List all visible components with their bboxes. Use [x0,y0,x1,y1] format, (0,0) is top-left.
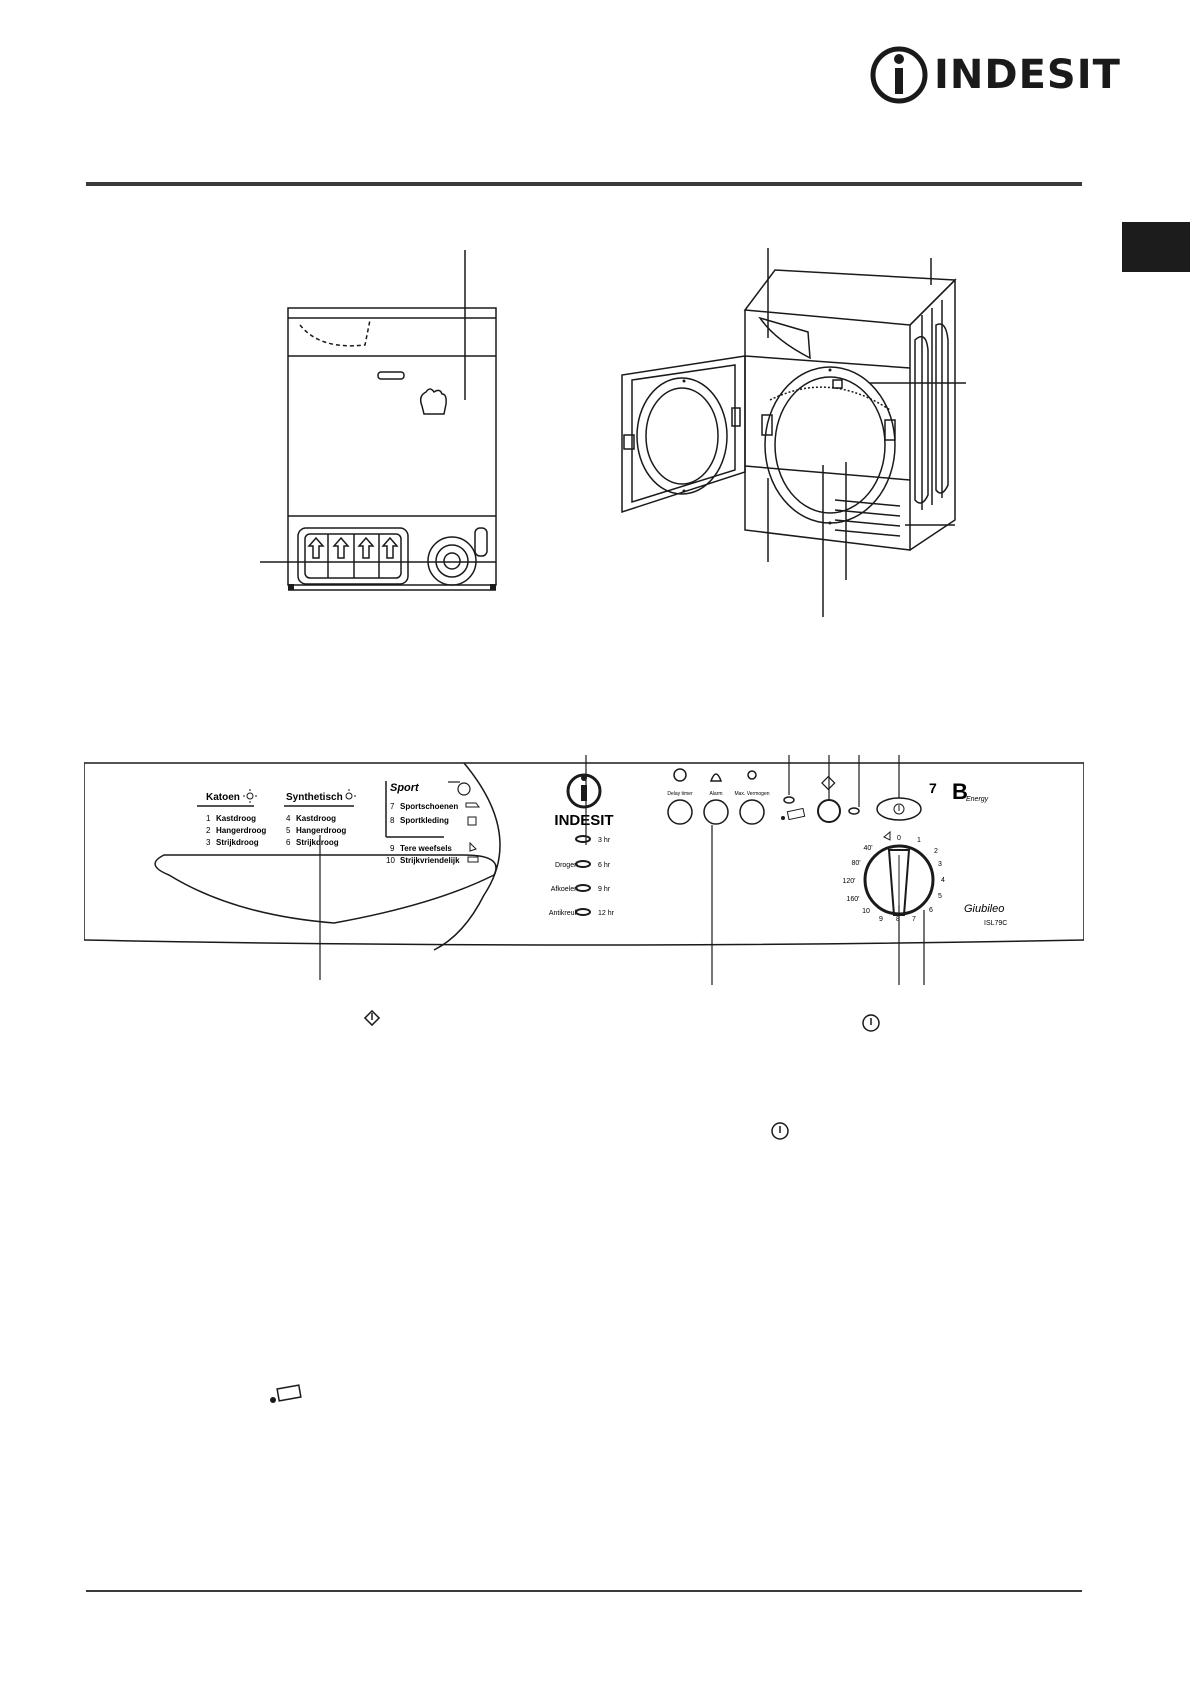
time-label-9hr: 9 hr [598,886,611,893]
start-symbol-icon [363,1009,381,1027]
program-8-label: Sportkleding [400,816,449,825]
time-label-3hr: 3 hr [598,837,611,844]
program-1-label: Kastdroog [216,814,256,823]
program-group-synthetisch-title: Synthetisch [286,792,343,803]
program-4-label: Kastdroog [296,814,336,823]
program-3-number: 3 [206,838,211,847]
dial-number-5: 5 [938,893,942,900]
dial-number-8: 8 [896,916,900,923]
power-icon [893,803,905,815]
dial-number-7: 7 [912,916,916,923]
bell-icon [709,773,723,782]
power-symbol-icon-2 [771,1122,789,1140]
power-i-logo-icon [870,46,928,104]
water-container-led [783,796,795,804]
bottom-rule [86,1590,1082,1592]
program-2-number: 2 [206,826,211,835]
dial-number-3: 3 [938,861,942,868]
time-label-12hr: 12 hr [598,910,615,917]
program-2-label: Hangerdroog [216,826,266,835]
sun-icon [243,789,257,803]
model-code: ISL79C [984,920,1007,927]
sport-icon [448,781,471,796]
dial-minutes-40: 40' [863,845,872,852]
dial-number-4: 4 [941,877,945,884]
dryer-back-view [260,250,497,591]
program-5-label: Hangerdroog [296,826,346,835]
phase-label-antikreuk: Antikreuk [549,910,579,917]
dial-number-9: 9 [879,916,883,923]
led-6hr [575,860,591,868]
brand-name: INDESIT [934,52,1121,98]
program-10-number: 10 [386,856,395,865]
panel-logo-word: INDESIT [554,812,613,829]
program-1-number: 1 [206,814,211,823]
program-4-number: 4 [286,814,291,823]
control-panel: Katoen 1 Kastdroog 2 Hangerdroog 3 Strij… [84,755,1084,985]
sun-half-icon [345,789,356,800]
alarm-label: Alarm [709,791,722,797]
water-container-icon [786,807,806,821]
led-9hr [575,884,591,892]
max-vermogen-label: Max. Vermogen [734,791,769,797]
energy-class: B [952,779,968,804]
dial-number-0: 0 [897,835,901,842]
program-icons [465,802,480,863]
dial-number-6: 6 [929,907,933,914]
program-group-sport-title: Sport [390,782,420,794]
dial-minutes-80: 80' [851,860,860,867]
alarm-button[interactable] [703,799,729,825]
delay-timer-label: Delay timer [667,791,693,797]
program-6-number: 6 [286,838,291,847]
delay-timer-button[interactable] [667,799,693,825]
start-pause-button[interactable] [817,799,841,823]
led-3hr [575,835,591,843]
dryer-front-view: + [621,248,966,617]
fan-icon [883,830,891,841]
sun-option-icon [747,770,757,780]
dial-number-2: 2 [934,848,938,855]
led-12hr [575,908,591,916]
program-9-label: Tere weefsels [400,844,452,853]
program-8-number: 8 [390,816,395,825]
phase-label-afkoelen: Afkoelen [551,886,578,893]
program-3-label: Strijkdroog [216,838,259,847]
program-5-number: 5 [286,826,291,835]
energy-word: Energy [966,796,989,803]
max-vermogen-button[interactable] [739,799,765,825]
water-container-symbol-icon [270,1384,302,1403]
section-tab [1122,222,1190,272]
program-7-label: Sportschoenen [400,802,458,811]
time-label-6hr: 6 hr [598,862,611,869]
program-7-number: 7 [390,802,395,811]
program-group-katoen-title: Katoen [206,792,240,803]
start-led [848,807,860,815]
dial-number-10: 10 [862,908,870,915]
program-6-label: Strijkdroog [296,838,339,847]
clock-icon [673,768,687,782]
brand-logo: INDESIT [868,44,1120,106]
top-rule [86,182,1082,186]
start-pause-icon [821,775,836,791]
power-symbol-icon [862,1014,880,1032]
dial-minutes-120: 120' [842,878,855,885]
program-10-label: Strijkvriendelijk [400,856,460,865]
program-9-number: 9 [390,844,395,853]
phase-label-drogen: Drogen [555,862,578,869]
program-dial[interactable] [863,844,935,916]
callout-lines [319,755,925,985]
dial-minutes-160: 160' [846,896,859,903]
model-name: Giubileo [964,903,1004,915]
dial-number-1: 1 [917,837,921,844]
energy-number: 7 [929,780,937,796]
